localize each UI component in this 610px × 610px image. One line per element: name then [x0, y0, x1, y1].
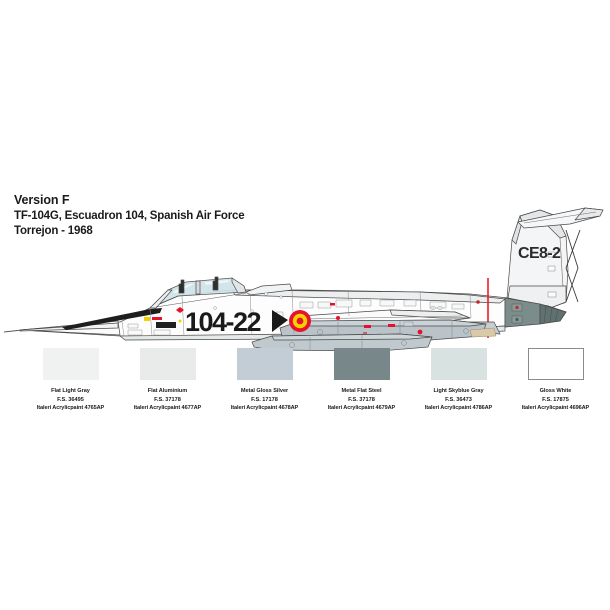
paint-name: Gloss White: [539, 388, 572, 394]
warning-stencils: [144, 300, 480, 323]
paint-product-code: Italeri Acrylicpaint 4765AP: [36, 405, 105, 412]
paint-swatch: Flat Light Gray F.S. 36495 Italeri Acryl…: [22, 348, 119, 413]
paint-product-code: Italeri Acrylicpaint 4786AP: [424, 405, 493, 412]
paint-swatch: Metal Flat Steel F.S. 37178 Italeri Acry…: [313, 348, 410, 413]
paint-label-group: Flat Light Gray F.S. 36495 Italeri Acryl…: [37, 387, 104, 413]
version-caption-block: Version F TF-104G, Escuadron 104, Spanis…: [14, 192, 354, 239]
fuselage-wedge-marking: [272, 310, 288, 332]
main-wing: [299, 309, 471, 324]
tandem-canopy: [149, 276, 247, 309]
tail-code-text: CE8-2: [518, 245, 561, 262]
rear-ejection-seat: [212, 276, 219, 291]
front-ejection-seat: [178, 279, 185, 294]
paint-product-code: Italeri Acrylicpaint 4696AP: [521, 405, 590, 412]
paint-label-group: Metal Flat Steel F.S. 37178 Italeri Acry…: [328, 387, 395, 413]
paint-fs-code: F.S. 36473: [445, 396, 472, 403]
paint-fs-code: F.S. 37178: [154, 396, 181, 403]
paint-swatch: Light Skyblue Gray F.S. 36473 Italeri Ac…: [410, 348, 507, 413]
paint-label-group: Light Skyblue Gray F.S. 36473 Italeri Ac…: [425, 387, 492, 413]
fuselage-code-text: 104-22: [185, 307, 261, 337]
paint-fs-code: F.S. 17875: [542, 396, 569, 403]
paint-color-legend: Flat Light Gray F.S. 36495 Italeri Acryl…: [0, 348, 610, 413]
spanish-air-force-roundel: [289, 310, 311, 332]
dorsal-spine: [245, 283, 293, 296]
paint-product-code: Italeri Acrylicpaint 4677AP: [133, 405, 202, 412]
horizontal-stabilizer: [517, 207, 604, 229]
base-year-line: Torrejon - 1968: [14, 225, 93, 237]
version-title: Version F: [14, 193, 70, 207]
paint-swatch: Metal Gloss Silver F.S. 17178 Italeri Ac…: [216, 348, 313, 413]
paint-name: Flat Aluminium: [147, 388, 188, 394]
exhaust-section: [504, 297, 567, 328]
paint-name: Flat Light Gray: [51, 388, 90, 394]
paint-name: Light Skyblue Gray: [433, 388, 484, 394]
paint-label-group: Metal Gloss Silver F.S. 17178 Italeri Ac…: [231, 387, 298, 413]
tail-brace-struts: [565, 229, 581, 303]
tank-pylon: [469, 327, 497, 338]
paint-swatch: Flat Aluminium F.S. 37178 Italeri Acryli…: [119, 348, 216, 413]
paint-label-group: Flat Aluminium F.S. 37178 Italeri Acryli…: [134, 387, 201, 413]
paint-fs-code: F.S. 37178: [348, 396, 375, 403]
paint-chip: [527, 348, 584, 380]
aircraft-designation-line: TF-104G, Escuadron 104, Spanish Air Forc…: [14, 210, 245, 222]
paint-label-group: Gloss White F.S. 17875 Italeri Acrylicpa…: [522, 387, 589, 413]
paint-product-code: Italeri Acrylicpaint 4679AP: [327, 405, 396, 412]
aircraft-profile-illustration: 104-22 CE8-2: [0, 190, 610, 355]
paint-chip: [430, 348, 487, 380]
paint-chip: [236, 348, 293, 380]
paint-product-code: Italeri Acrylicpaint 4678AP: [230, 405, 299, 412]
paint-swatch: Gloss White F.S. 17875 Italeri Acrylicpa…: [507, 348, 604, 413]
paint-chip: [333, 348, 390, 380]
paint-chip: [139, 348, 196, 380]
paint-fs-code: F.S. 36495: [57, 396, 84, 403]
paint-fs-code: F.S. 17178: [251, 396, 278, 403]
paint-name: Metal Gloss Silver: [240, 388, 289, 394]
centerline-fuel-tank-lower: [251, 333, 433, 352]
paint-name: Metal Flat Steel: [341, 388, 382, 394]
paint-chip: [42, 348, 99, 380]
